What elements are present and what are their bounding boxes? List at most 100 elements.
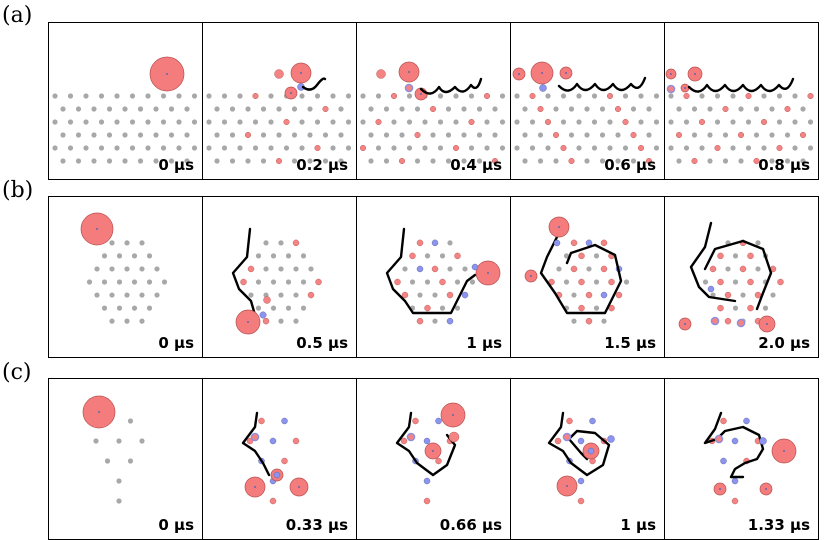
- empty-trap: [753, 132, 760, 138]
- empty-trap: [391, 119, 397, 125]
- empty-trap: [131, 305, 138, 311]
- empty-trap: [646, 132, 652, 138]
- empty-trap: [60, 158, 66, 164]
- empty-trap: [453, 119, 459, 125]
- empty-trap: [714, 119, 721, 125]
- empty-trap: [109, 266, 115, 272]
- empty-trap: [437, 145, 444, 151]
- atom-blue: [587, 447, 595, 455]
- empty-trap: [484, 145, 490, 151]
- panel-illustration: [52, 56, 198, 164]
- empty-trap: [445, 106, 452, 112]
- empty-trap: [176, 93, 182, 99]
- empty-trap: [399, 132, 405, 138]
- empty-trap: [468, 145, 475, 151]
- atom-red: [568, 157, 575, 165]
- empty-trap: [308, 266, 314, 272]
- time-label: 0.33 μs: [285, 516, 348, 534]
- empty-trap: [691, 106, 698, 112]
- empty-trap: [184, 158, 190, 164]
- empty-trap: [800, 158, 806, 164]
- empty-trap: [291, 132, 298, 138]
- empty-trap: [638, 93, 644, 99]
- empty-trap: [98, 93, 105, 99]
- atom-red: [269, 497, 277, 505]
- empty-trap: [807, 119, 814, 125]
- empty-trap: [139, 438, 145, 444]
- atom-red: [717, 304, 724, 312]
- empty-trap: [514, 145, 520, 151]
- empty-trap: [322, 158, 329, 164]
- panel-illustration: [241, 411, 309, 505]
- empty-trap: [109, 240, 115, 246]
- atom-red: [275, 157, 283, 165]
- atom-blue: [446, 317, 454, 325]
- row-label-c: (c): [2, 360, 32, 385]
- empty-trap: [221, 119, 228, 125]
- atom-red: [544, 118, 552, 126]
- empty-trap: [168, 106, 175, 112]
- empty-trap: [368, 158, 374, 164]
- atom-red: [412, 417, 419, 425]
- atom-red: [745, 92, 752, 100]
- tweezer-center: [684, 87, 686, 89]
- empty-trap: [206, 119, 212, 125]
- empty-trap: [229, 158, 236, 164]
- atom-red: [307, 291, 315, 299]
- atom-red: [409, 252, 416, 260]
- empty-trap: [576, 145, 582, 151]
- empty-trap: [653, 119, 660, 125]
- atom-red: [454, 252, 461, 260]
- empty-trap: [83, 145, 89, 151]
- empty-trap: [214, 106, 220, 112]
- empty-trap: [484, 119, 490, 125]
- atom-red: [240, 278, 247, 286]
- empty-trap: [445, 158, 452, 164]
- empty-trap: [807, 145, 814, 151]
- empty-trap: [75, 106, 82, 112]
- atom-red: [645, 157, 653, 165]
- empty-trap: [245, 158, 251, 164]
- panel-illustration: [512, 61, 660, 165]
- empty-trap: [630, 106, 637, 112]
- empty-trap: [122, 106, 128, 112]
- empty-trap: [83, 93, 89, 99]
- empty-trap: [738, 106, 744, 112]
- empty-trap: [537, 158, 544, 164]
- empty-trap: [168, 158, 175, 164]
- empty-trap: [299, 93, 305, 99]
- empty-trap: [476, 106, 483, 112]
- panel-a-4: 0.6 μs: [510, 22, 665, 180]
- panel-illustration: [80, 212, 168, 324]
- atom-blue: [759, 437, 767, 445]
- empty-trap: [191, 119, 198, 125]
- panel-c-4: 1 μs: [510, 378, 665, 540]
- empty-trap: [769, 106, 775, 112]
- time-label: 1.5 μs: [604, 334, 656, 352]
- empty-trap: [556, 266, 562, 272]
- empty-trap: [615, 132, 621, 138]
- time-label: 0.8 μs: [758, 156, 810, 174]
- empty-trap: [732, 279, 739, 285]
- transport-path: [419, 77, 483, 95]
- empty-trap: [93, 438, 99, 444]
- empty-trap: [154, 266, 160, 272]
- empty-trap: [676, 106, 682, 112]
- empty-trap: [67, 93, 74, 99]
- panel-illustration: [395, 402, 466, 505]
- empty-trap: [668, 145, 674, 151]
- atom-mixed: [666, 84, 676, 94]
- empty-trap: [707, 132, 713, 138]
- atom-red: [615, 291, 623, 299]
- empty-trap: [383, 132, 390, 138]
- empty-trap: [52, 145, 58, 151]
- atom-blue: [431, 239, 439, 247]
- atom-red: [359, 144, 367, 152]
- empty-trap: [184, 106, 190, 112]
- empty-trap: [114, 119, 120, 125]
- panel-illustration: [82, 395, 145, 504]
- empty-trap: [514, 119, 520, 125]
- atom-red: [452, 144, 460, 152]
- empty-trap: [707, 158, 713, 164]
- empty-trap: [360, 93, 366, 99]
